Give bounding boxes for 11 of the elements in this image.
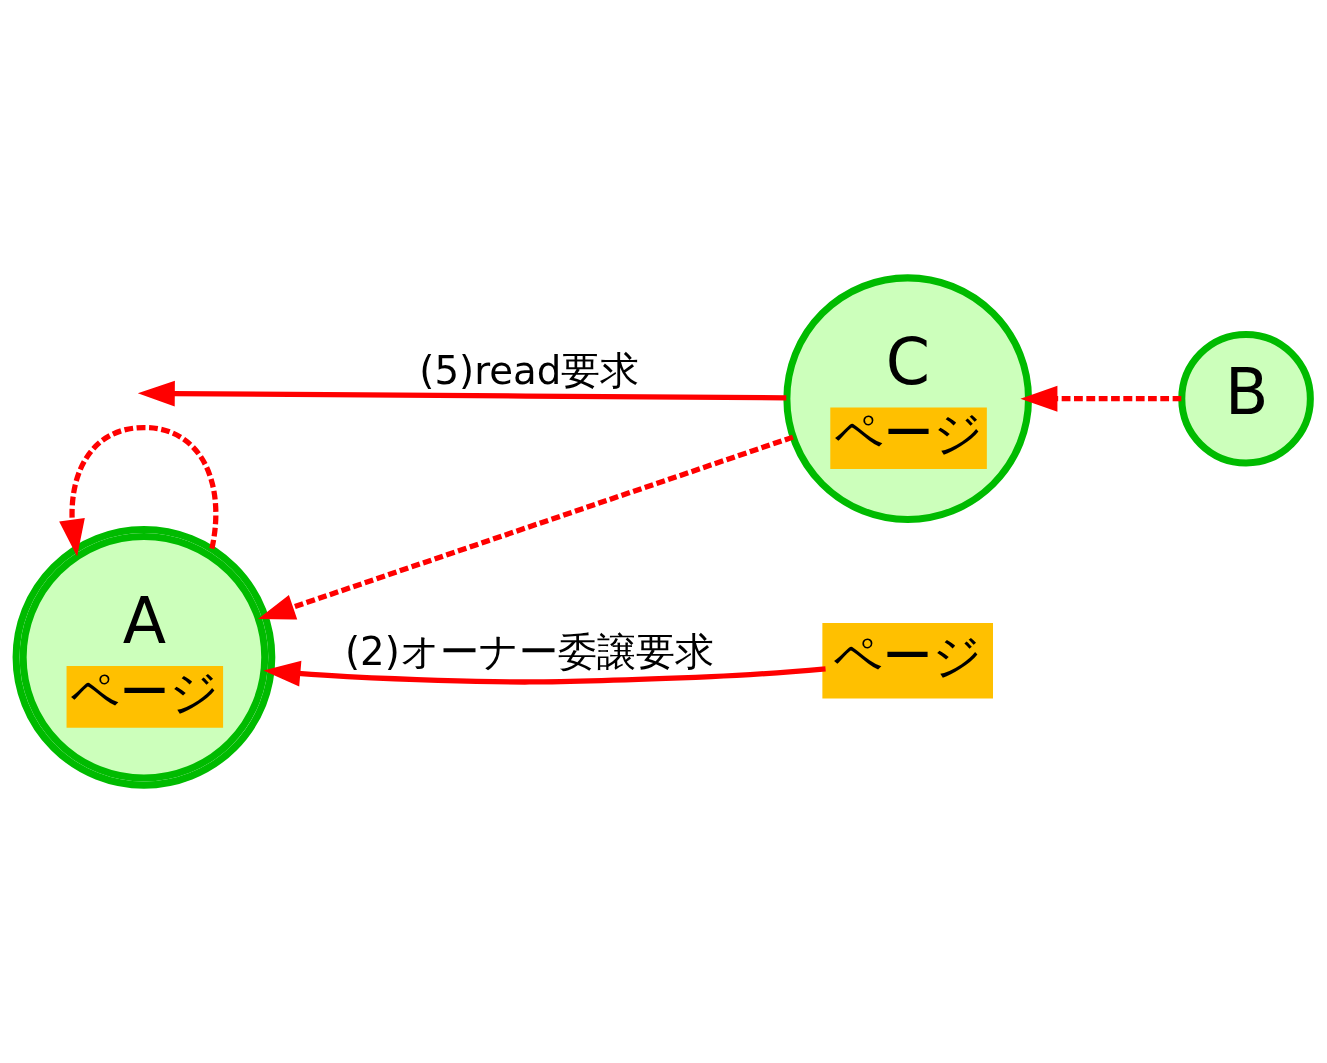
- edge-label: (2)オーナー委譲要求: [344, 629, 714, 675]
- edge-label: (5)read要求: [419, 347, 640, 393]
- node-box: ページ: [822, 622, 993, 699]
- arrow: [137, 380, 787, 407]
- arrow: [1020, 385, 1182, 412]
- node-circle: C ページ: [783, 274, 1033, 523]
- node-circle: A ページ: [12, 525, 276, 789]
- arrow: [258, 434, 794, 620]
- arrow: [263, 660, 826, 687]
- arrow: [59, 424, 219, 557]
- node-circle: B: [1178, 330, 1314, 467]
